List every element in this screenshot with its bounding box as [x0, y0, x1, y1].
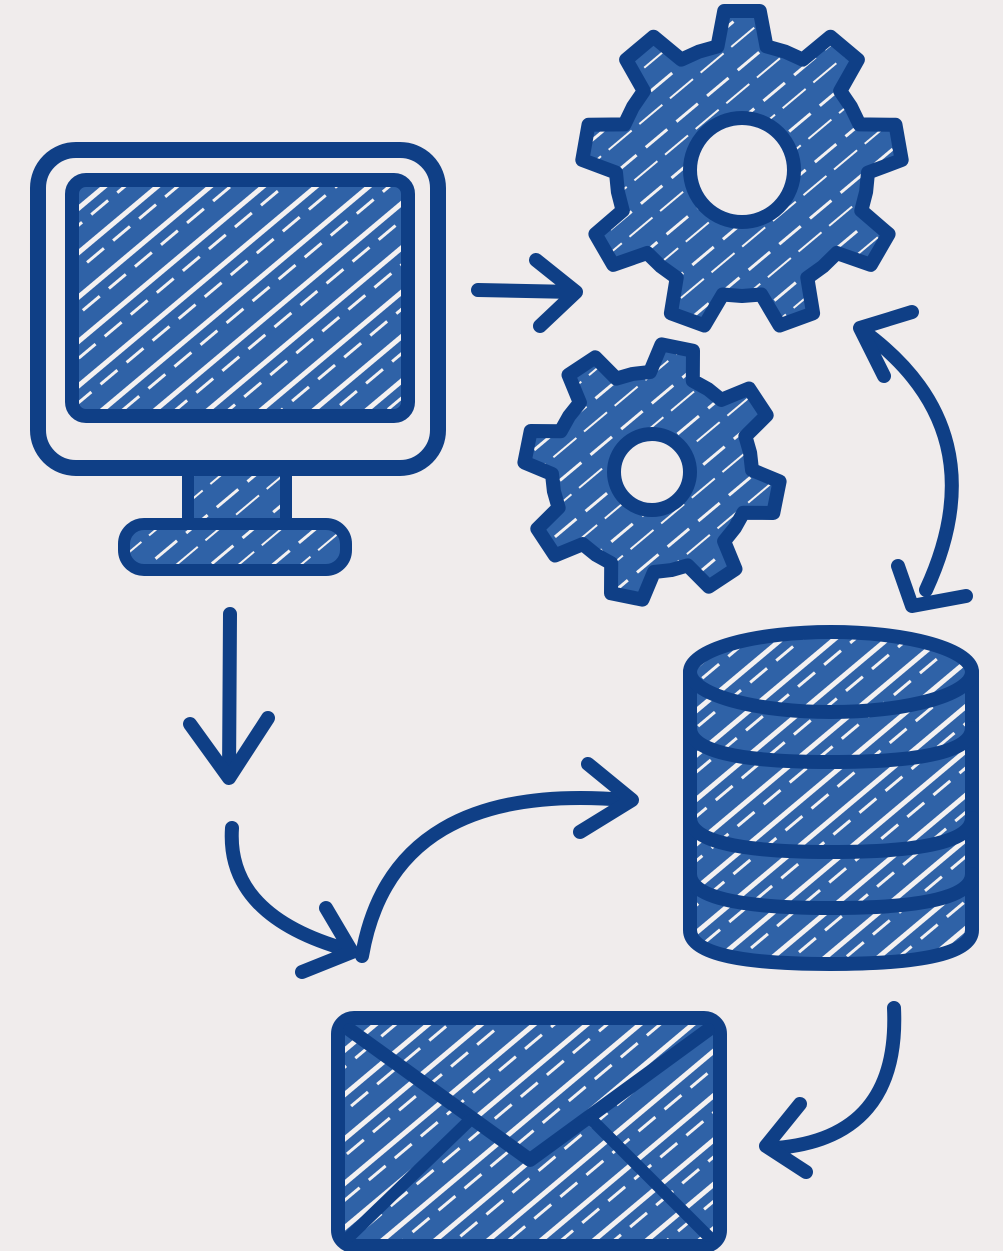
arrow-computer-down: [183, 607, 275, 785]
large-gear-icon: [575, 4, 909, 333]
arrow-computer-to-processing: [471, 253, 583, 333]
envelope-icon: [331, 1011, 727, 1251]
small-gear-icon: [517, 337, 787, 607]
gears-icon: [517, 4, 909, 607]
gear-hole: [683, 111, 801, 229]
arrow-processing-database: [853, 305, 973, 613]
gear-hole: [607, 427, 697, 517]
arrow-email-database: [355, 757, 639, 963]
monitor-icon: [30, 142, 446, 576]
arrow-computer-to-email: [224, 821, 359, 979]
database-icon: [683, 625, 979, 971]
arrow-database-to-email: [759, 1001, 902, 1179]
